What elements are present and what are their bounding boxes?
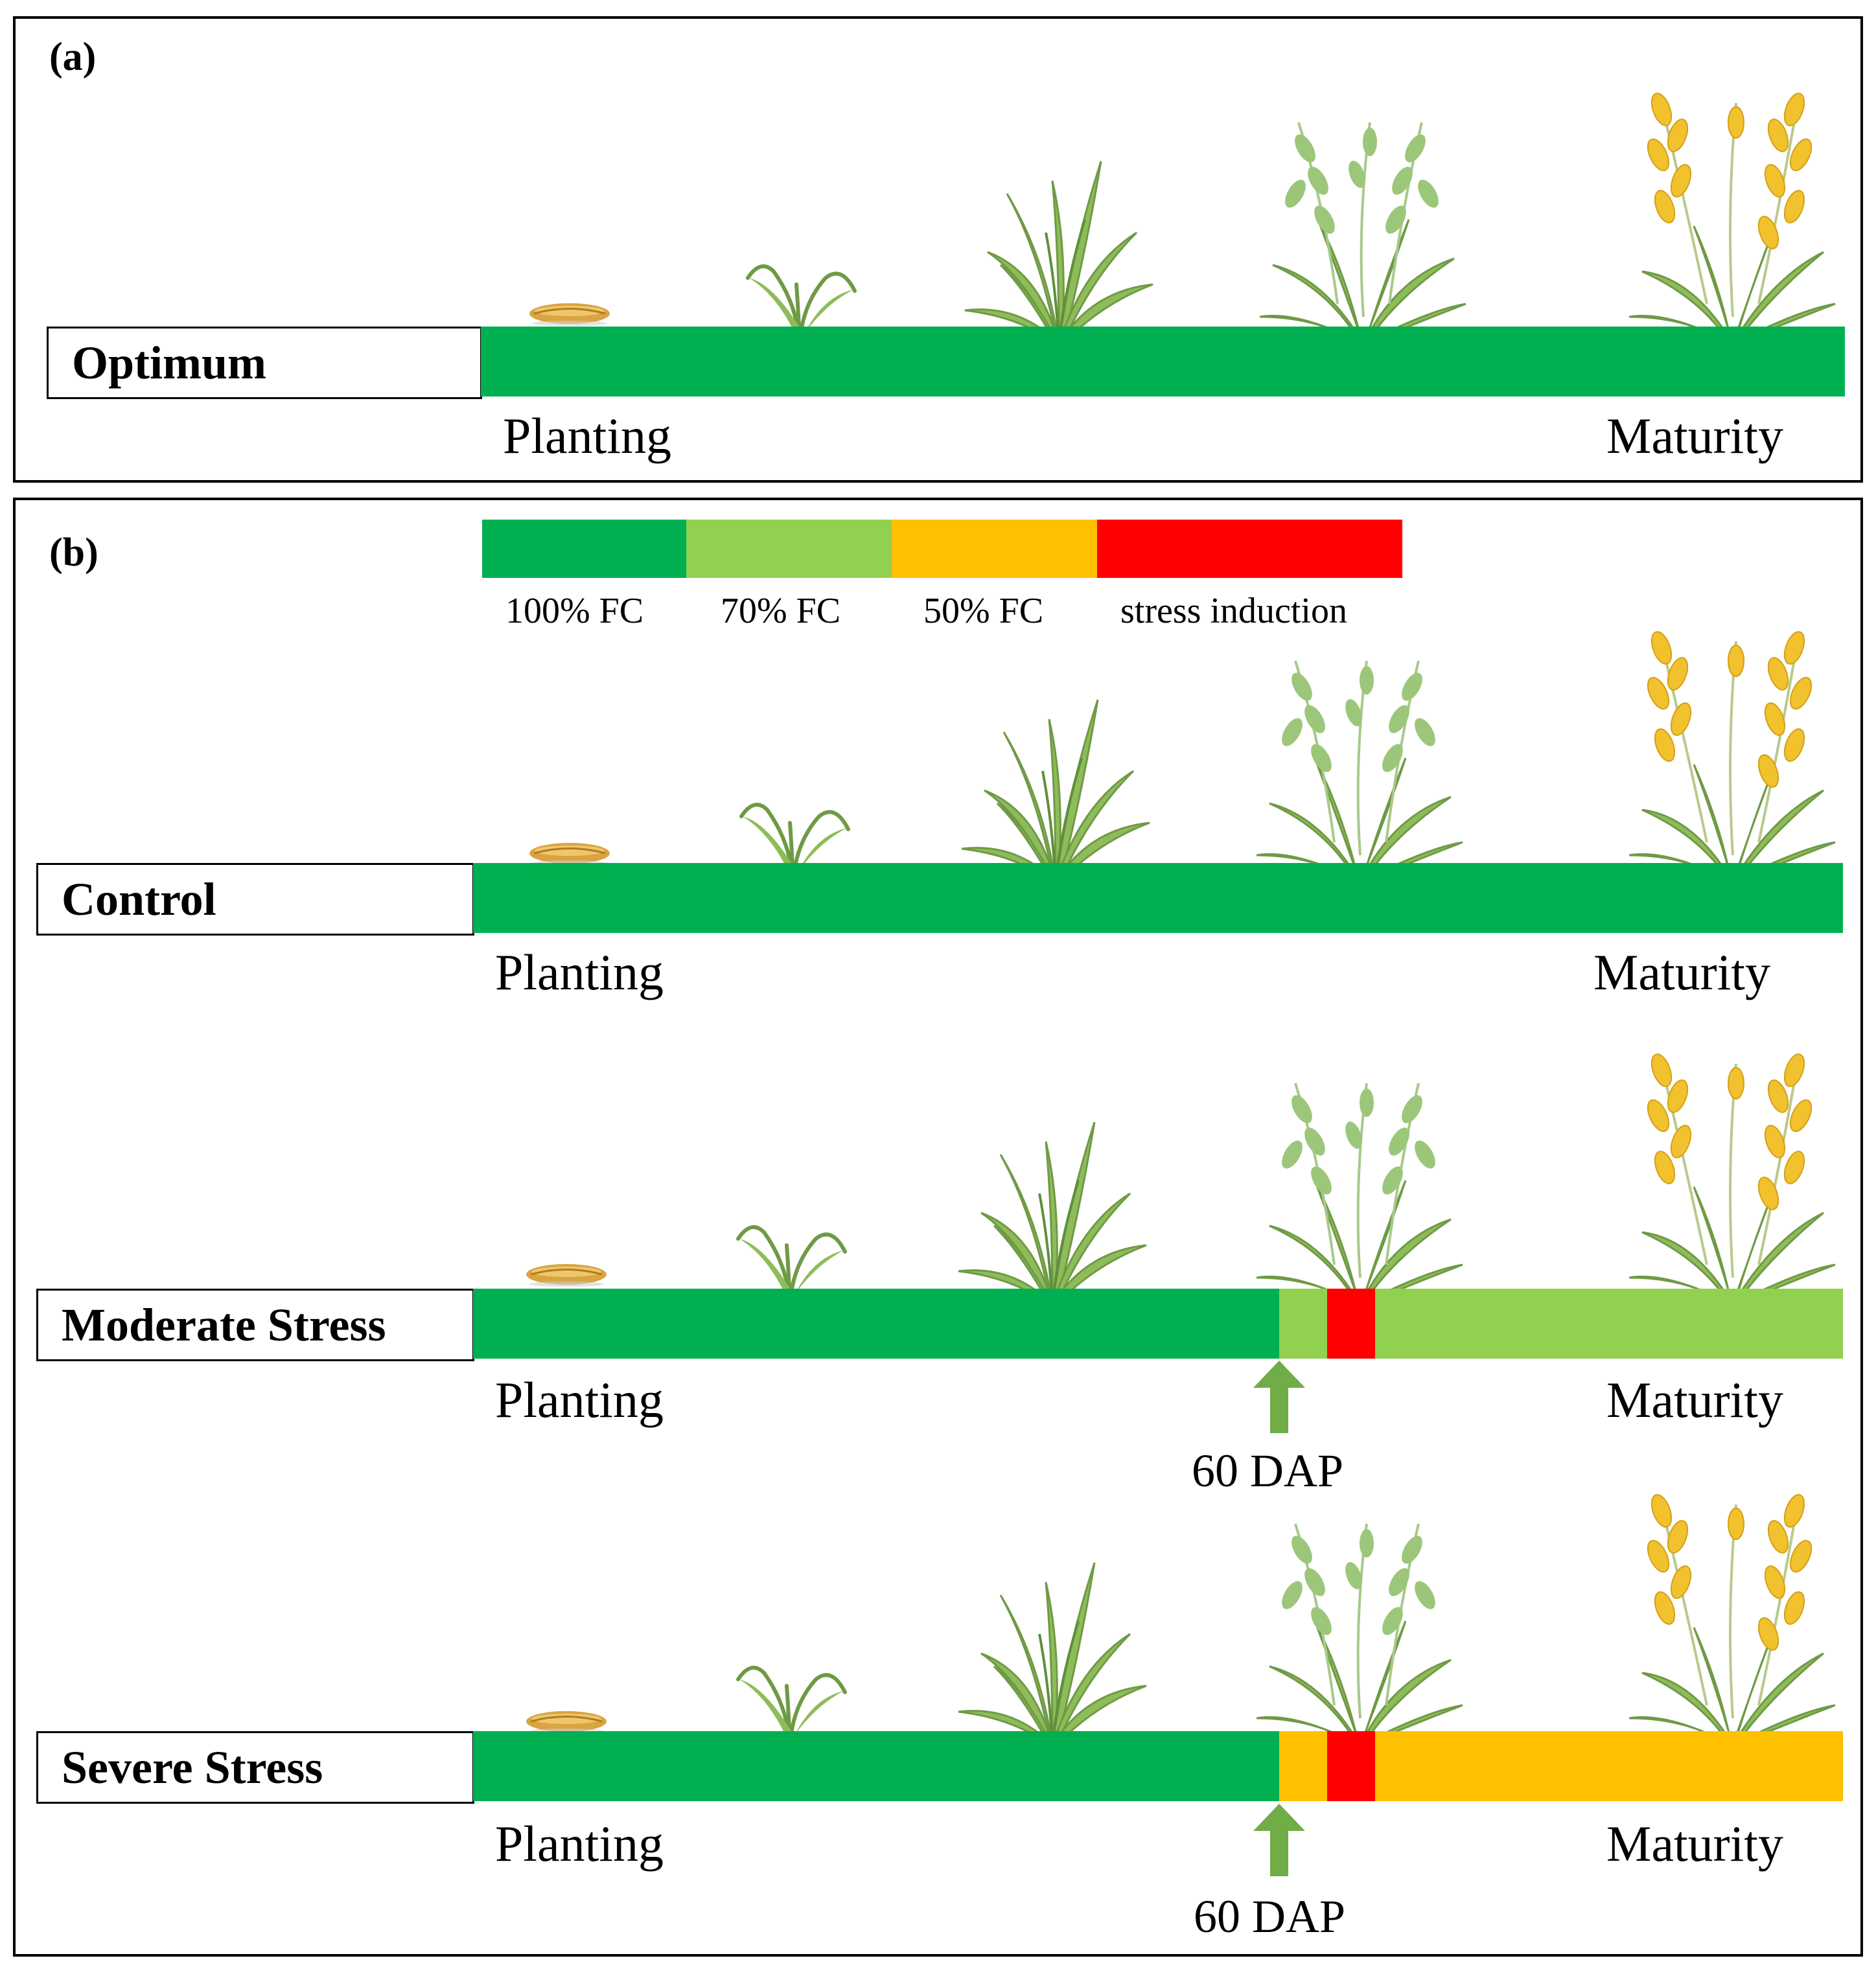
segment-70-fc: [1279, 1289, 1327, 1359]
flowering-plant-icon: [1260, 109, 1467, 346]
maturity-label: Maturity: [1606, 408, 1783, 464]
legend-label-100-fc: 100% FC: [505, 591, 644, 631]
arrow-up-icon: [1253, 1361, 1305, 1433]
treatment-label-box: Severe Stress: [36, 1731, 474, 1804]
legend-label-70-fc: 70% FC: [721, 591, 841, 631]
flowering-plant-icon: [1256, 1511, 1464, 1747]
legend-label-50-fc: 50% FC: [923, 591, 1044, 631]
flowering-plant-icon: [1256, 648, 1464, 884]
maturity-label: Maturity: [1593, 944, 1770, 1000]
treatment-label-box: Moderate Stress: [36, 1289, 474, 1361]
panel-label-a: (a): [49, 35, 97, 79]
tillering-plant-icon: [962, 155, 1156, 346]
planting-label: Planting: [495, 1815, 664, 1872]
treatment-label-box: Control: [36, 863, 474, 936]
mature-plant-icon: [1629, 622, 1836, 884]
marker-label: 60 DAP: [1192, 1445, 1344, 1497]
segment-100-fc: [473, 1731, 1279, 1801]
segment-50-fc: [1375, 1731, 1843, 1801]
legend-swatch-100-fc: [482, 520, 686, 578]
treatment-label: Moderate Stress: [62, 1298, 386, 1351]
segment-stress-induction: [1327, 1289, 1375, 1359]
segment-stress-induction: [1327, 1731, 1375, 1801]
panel-b: (b) 100% FC 70% FC 50% FC stress inducti…: [13, 498, 1863, 1957]
arrow-up-icon: [1253, 1804, 1305, 1876]
mature-plant-icon: [1629, 1485, 1836, 1747]
segment-100-fc: [481, 327, 1845, 397]
segment-100-fc: [473, 1289, 1279, 1359]
mature-plant-icon: [1629, 1044, 1836, 1307]
segment-50-fc: [1279, 1731, 1327, 1801]
panel-a: (a) Optimum Planting Maturity: [13, 16, 1863, 483]
timeline-bar-moderate: [473, 1289, 1843, 1359]
panel-label-b: (b): [49, 531, 98, 575]
maturity-label: Maturity: [1606, 1815, 1783, 1872]
tillering-plant-icon: [955, 1116, 1150, 1307]
timeline-bar: [481, 327, 1845, 397]
planting-label: Planting: [495, 944, 664, 1000]
legend: [482, 520, 1402, 578]
flowering-plant-icon: [1256, 1070, 1464, 1307]
segment-70-fc: [1375, 1289, 1843, 1359]
legend-swatch-70-fc: [686, 520, 892, 578]
timeline-bar-severe: [473, 1731, 1843, 1801]
segment-100-fc: [473, 863, 1843, 933]
mature-plant-icon: [1629, 84, 1836, 346]
planting-label: Planting: [495, 1372, 664, 1428]
treatment-label: Control: [62, 873, 216, 925]
treatment-label: Severe Stress: [62, 1741, 323, 1793]
treatment-label: Optimum: [72, 336, 267, 389]
legend-swatch-50-fc: [892, 520, 1097, 578]
legend-swatch-stress: [1097, 520, 1402, 578]
seedling-icon: [725, 1634, 855, 1747]
tillering-plant-icon: [955, 1556, 1150, 1747]
marker-label: 60 DAP: [1194, 1891, 1346, 1942]
timeline-bar-control: [473, 863, 1843, 933]
tillering-plant-icon: [958, 693, 1153, 884]
treatment-label-box: Optimum: [47, 327, 482, 399]
maturity-label: Maturity: [1606, 1372, 1783, 1428]
planting-label: Planting: [503, 408, 672, 464]
legend-label-stress: stress induction: [1120, 591, 1347, 631]
